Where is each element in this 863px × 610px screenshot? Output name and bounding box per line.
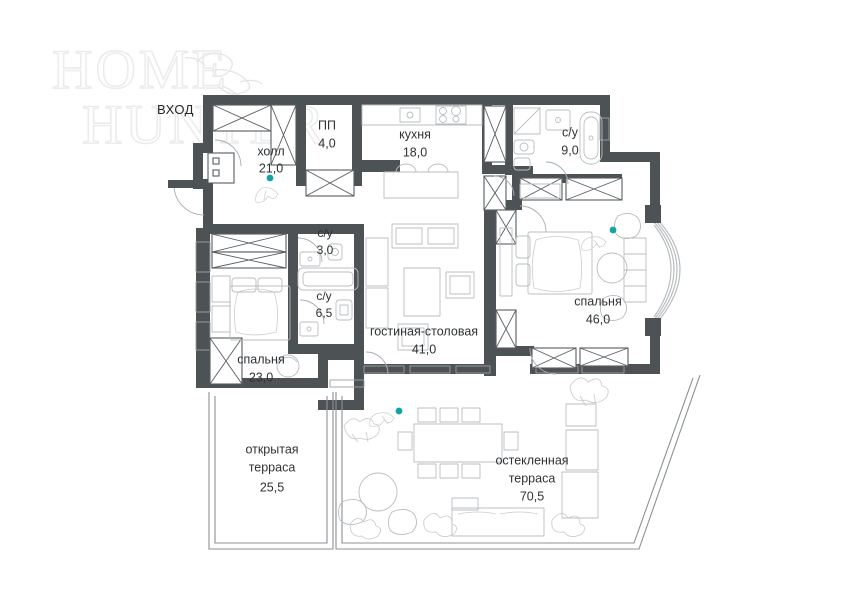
room-label-hall-area: 21,0	[259, 161, 283, 175]
hall-viewpoint-marker	[255, 174, 279, 203]
bathroom-fixtures	[297, 107, 603, 337]
dining-table-icon	[397, 407, 519, 479]
plant-icon-2	[569, 377, 609, 407]
glazed-terrace-furniture	[337, 377, 609, 540]
kitchen-island	[383, 163, 459, 199]
room-label-bath-main-area: 9,0	[561, 143, 578, 157]
terrace-viewpoint-marker	[369, 407, 403, 427]
living-room-furniture	[365, 223, 475, 351]
plant-icon-3	[349, 518, 381, 540]
room-label-bath-main-name: с/у	[562, 125, 579, 139]
room-label-bath-second-area: 6,5	[316, 306, 333, 320]
room-label-kitchen-name: кухня	[399, 127, 431, 141]
tv-console-icon	[365, 237, 389, 329]
round-table-icon	[358, 472, 398, 512]
door-swings	[168, 139, 569, 375]
room-label-bedroom-right-name: спальня	[574, 294, 621, 308]
room-label-bedroom-left-name: спальня	[237, 352, 284, 366]
bathtub-2-icon	[297, 267, 359, 291]
room-label-pp-name: ПП	[318, 118, 336, 132]
accent-chair-2-icon	[599, 295, 627, 321]
accent-chair-1-icon	[613, 213, 641, 239]
terrace-open-outline	[208, 392, 334, 550]
sofa-icon	[391, 223, 459, 249]
bedroom-right-furniture	[499, 183, 647, 321]
room-label-bath-second-name: с/у	[316, 289, 331, 303]
kitchen-furniture	[361, 104, 483, 199]
terrace-glazed-outline	[335, 374, 701, 550]
room-label-bedroom-left-area: 23,0	[249, 370, 273, 384]
room-label-terrace-glazed-area: 70,5	[520, 489, 544, 503]
window-openings	[195, 117, 625, 388]
terrace-armchair-2-icon	[387, 509, 417, 535]
side-chair-icon	[276, 354, 300, 378]
plant-icon-5	[551, 513, 585, 537]
shelving-icon	[623, 237, 647, 303]
terraces	[208, 374, 701, 550]
bathtub-icon	[579, 111, 603, 165]
built-in-cabinets	[207, 104, 629, 385]
terrace-armchair-1-icon	[337, 499, 367, 525]
terrace-sofa-icon	[451, 497, 545, 537]
room-label-bedroom-right-area: 46,0	[586, 312, 610, 326]
room-label-living-name: гостиная-столовая	[370, 324, 478, 338]
room-label-bath-small-area: 3,0	[317, 243, 334, 257]
sink-icon	[545, 109, 571, 131]
room-label-pp-area: 4,0	[318, 136, 335, 150]
shower-icon	[513, 107, 541, 135]
plant-icon-4	[423, 513, 457, 537]
second-toilet-icon	[335, 299, 353, 321]
room-label-terrace-open-area: 25,5	[260, 480, 284, 494]
coffee-table-icon	[403, 267, 441, 317]
room-label-hall-name: холл	[257, 144, 284, 158]
room-label-bath-small-name: с/у	[317, 226, 332, 240]
plant-icon-1	[343, 418, 380, 443]
entrance-label: ВХОД	[157, 102, 194, 117]
armchair-1-icon	[445, 271, 475, 299]
terrace-lounge-right-icon	[561, 403, 599, 519]
side-table-icon	[596, 252, 628, 284]
bed-left-icon	[229, 277, 291, 341]
bedroom-viewpoint-marker	[581, 226, 617, 251]
toilet-icon	[513, 139, 535, 171]
stove-icon	[435, 105, 467, 125]
room-labels: холл 21,0 ПП 4,0 кухня 18,0 с/у 9,0 с/у …	[237, 118, 621, 503]
room-label-living-area: 41,0	[412, 342, 436, 356]
watermark-line-1: HOME	[52, 39, 229, 101]
bay-window	[645, 205, 681, 336]
viewpoint-markers[interactable]	[255, 174, 617, 427]
small-toilet-icon	[327, 243, 343, 261]
small-sink-icon	[299, 251, 321, 267]
room-label-terrace-open-name: открытая	[245, 442, 298, 456]
room-label-kitchen-area: 18,0	[403, 145, 427, 159]
room-label-terrace-open-name2: терраса	[249, 460, 296, 474]
second-sink-icon	[299, 321, 319, 337]
room-label-terrace-glazed-name2: терраса	[509, 471, 556, 485]
room-label-terrace-glazed-name: остекленная	[495, 453, 568, 467]
bed-right-icon	[499, 227, 593, 297]
armchair-2-icon	[397, 323, 429, 351]
bedroom-left-furniture	[211, 275, 300, 378]
